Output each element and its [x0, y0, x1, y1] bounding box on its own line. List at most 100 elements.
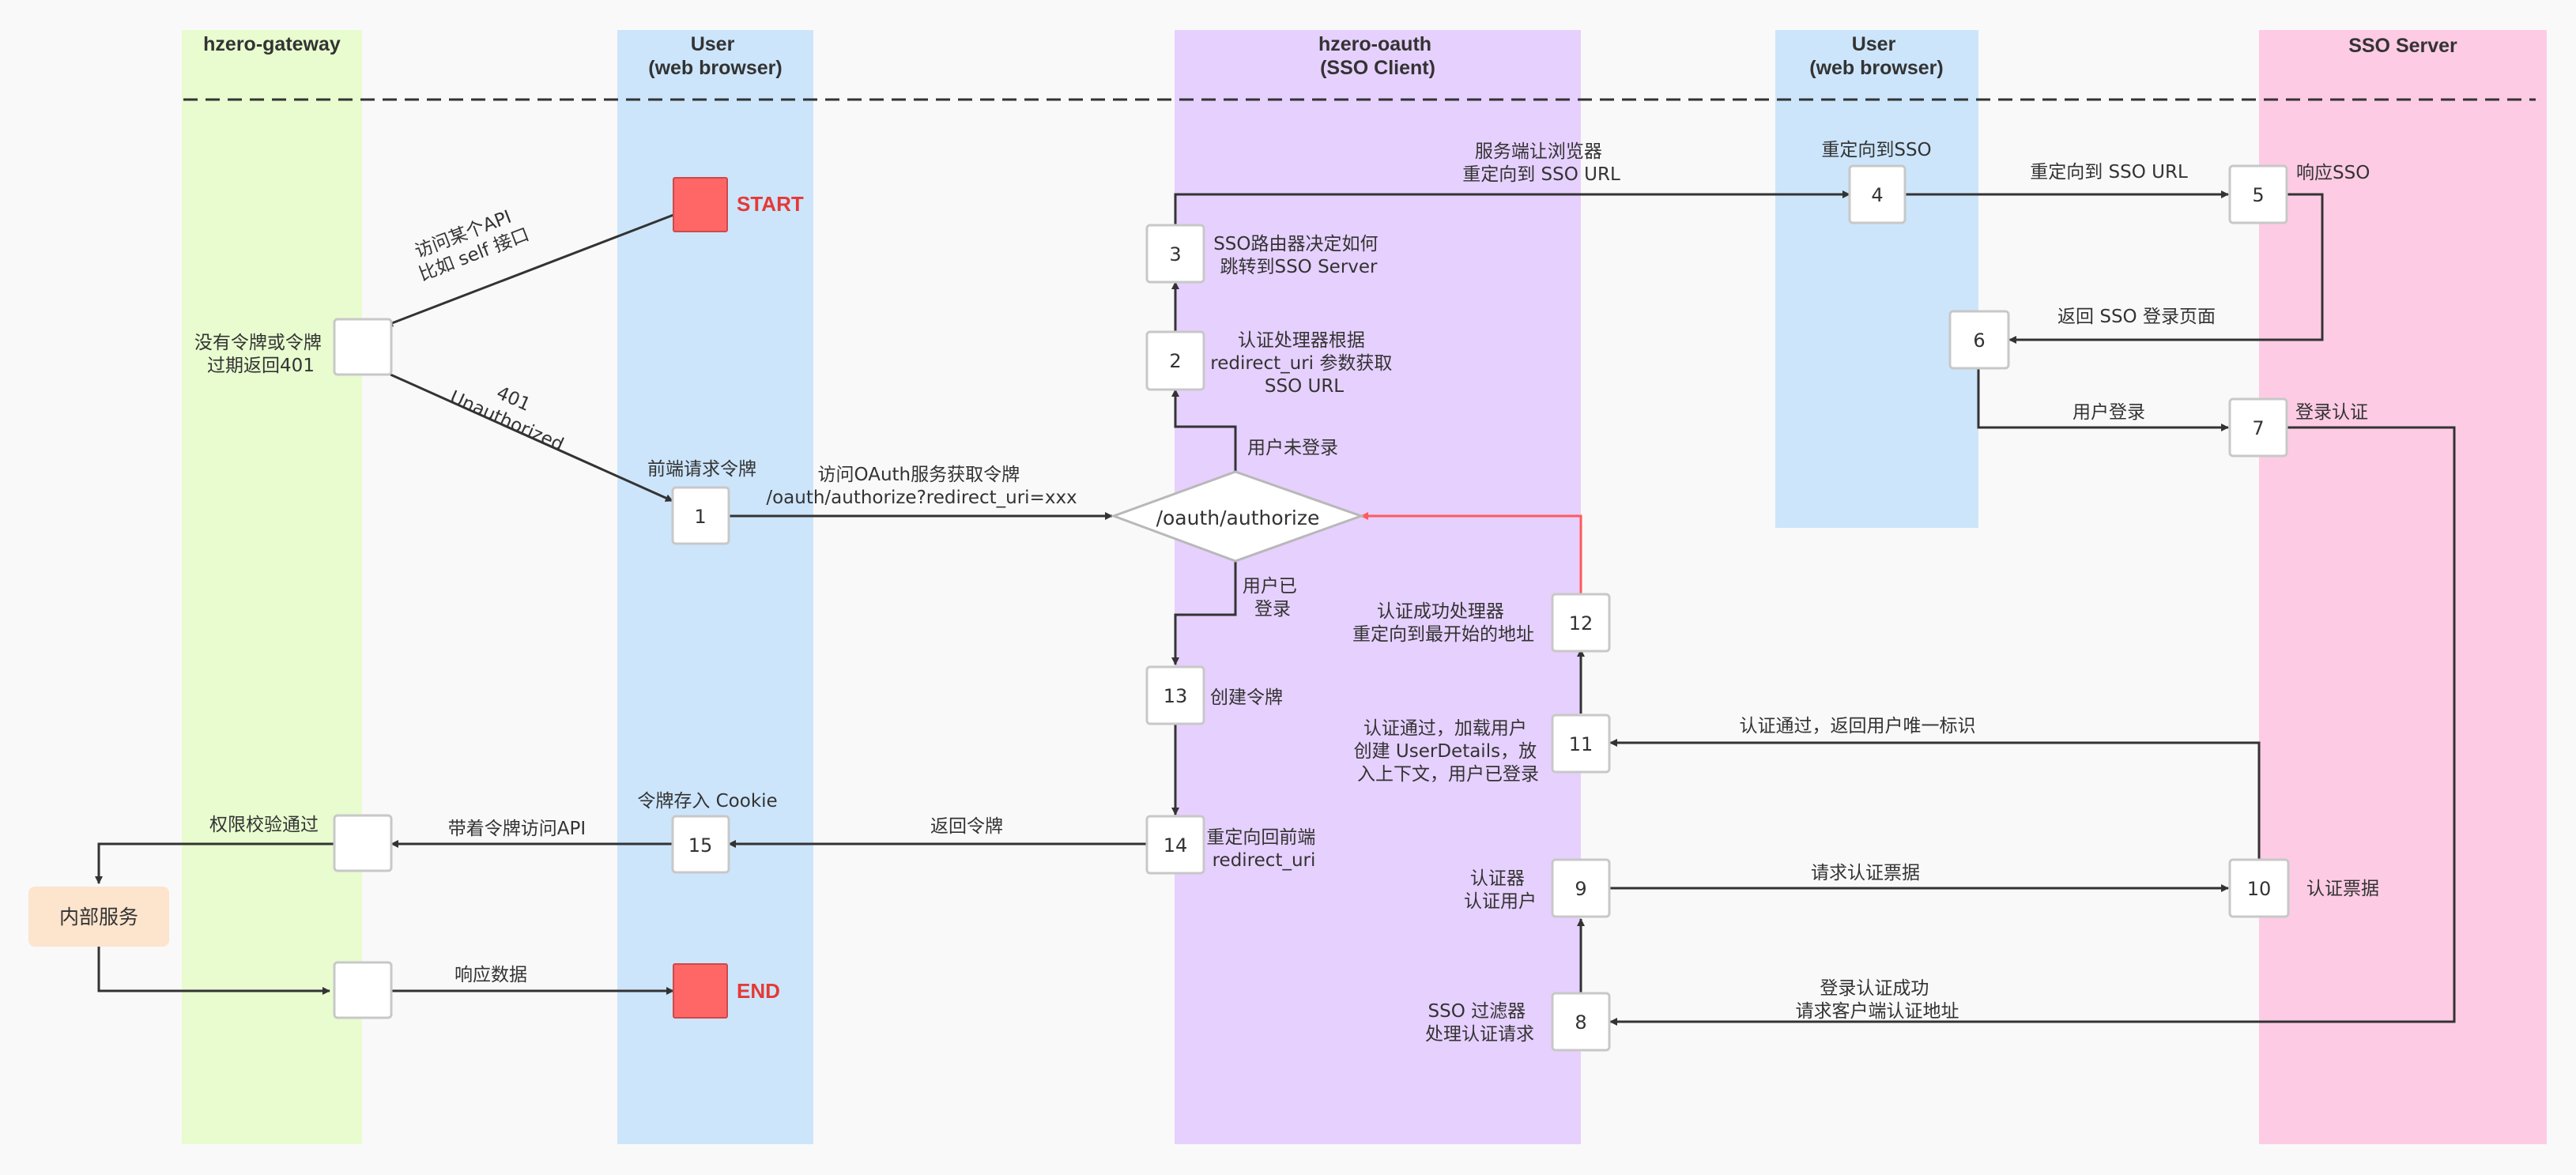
connectors [95, 190, 2456, 1026]
internal-service-box [28, 887, 169, 947]
label-sso-router: SSO路由器决定如何 跳转到SSO Server [1213, 234, 1384, 277]
svg-text:5: 5 [2252, 184, 2264, 206]
arrow-7-to-8 [1609, 426, 2456, 1026]
step-node: 8 [1551, 992, 1611, 1052]
label-return-token: 返回令牌 [930, 816, 1003, 837]
label-frontend-request: 前端请求令牌 [647, 459, 756, 480]
label-redirect-to-sso: 重定向到SSO [1821, 140, 1931, 160]
end-shape [673, 963, 728, 1019]
label-login-auth: 登录认证 [2295, 402, 2368, 423]
step-node: 3 [1145, 224, 1205, 284]
label-auth-success-handler: 认证成功处理器 重定向到最开始的地址 [1352, 601, 1534, 645]
arrow-gateway-to-internal [95, 842, 334, 884]
svg-text:11: 11 [1569, 733, 1593, 755]
gateway-node-permission [333, 814, 393, 872]
lane-titles: hzero-gateway User (web browser) hzero-o… [203, 33, 2457, 79]
gateway-nodes [333, 318, 393, 1019]
label-sso-filter: SSO 过滤器 处理认证请求 [1425, 1001, 1534, 1045]
swimlanes [182, 30, 2547, 1144]
lane-user-browser-2 [1775, 30, 1978, 528]
label-return-login-page: 返回 SSO 登录页面 [2057, 307, 2216, 327]
step-node: 5 [2228, 164, 2288, 224]
start-shape [673, 177, 728, 232]
lane-gateway [182, 30, 362, 1144]
label-access-api: 访问某个API 比如 self 接口 [408, 203, 532, 285]
label-auth-passed-load: 认证通过，加载用户 创建 UserDetails，放 入上下文，用户已登录 [1354, 718, 1543, 785]
lane-title-sso: SSO Server [2348, 35, 2457, 57]
label-auth-ticket: 认证票据 [2306, 879, 2379, 899]
svg-text:13: 13 [1164, 685, 1188, 707]
label-redirect-frontend: 重定向回前端 redirect_uri [1206, 827, 1321, 871]
gateway-node-401 [333, 318, 393, 376]
label-create-token: 创建令牌 [1210, 687, 1283, 708]
svg-text:12: 12 [1569, 612, 1593, 635]
svg-text:1: 1 [694, 506, 706, 528]
svg-text:4: 4 [1871, 184, 1883, 206]
lane-title-user-1: User (web browser) [648, 33, 782, 79]
decision-diamond [1110, 470, 1365, 563]
arrow-3-to-4 [1174, 190, 1850, 225]
step-node: 15 [671, 815, 730, 874]
gateway-node-response [333, 961, 393, 1019]
lane-title-oauth: hzero-oauth (SSO Client) [1318, 33, 1437, 79]
svg-text:2: 2 [1169, 350, 1181, 372]
step-node: 9 [1551, 858, 1611, 918]
decision-authorize: /oauth/authorize [1110, 470, 1365, 563]
step-nodes: 1 2 3 4 5 6 7 8 9 10 11 12 13 14 15 [671, 164, 2290, 1052]
svg-text:15: 15 [688, 834, 713, 857]
lane-title-user-2: User (web browser) [1809, 33, 1943, 79]
step-node: 1 [671, 486, 730, 545]
svg-text:8: 8 [1575, 1011, 1586, 1034]
svg-text:9: 9 [1575, 878, 1586, 900]
internal-service: 内部服务 [28, 887, 169, 947]
svg-text:6: 6 [1973, 330, 1985, 352]
label-no-token: 没有令牌或令牌 过期返回401 [194, 333, 327, 376]
label-auth-handler: 认证处理器根据 redirect_uri 参数获取 SSO URL [1210, 330, 1397, 397]
arrow-12-to-decision [1360, 512, 1582, 594]
label-request-ticket: 请求认证票据 [1811, 863, 1920, 883]
arrow-decision-to-13 [1171, 561, 1237, 665]
arrow-start-to-gateway [385, 213, 674, 327]
step-node: 6 [1948, 310, 2010, 370]
step-node: 12 [1551, 593, 1611, 653]
label-user-not-logged: 用户未登录 [1247, 438, 1338, 458]
step-node: 11 [1551, 714, 1611, 774]
label-unauthorized: 401 Unauthorized [447, 366, 575, 455]
internal-service-label: 内部服务 [59, 906, 138, 928]
label-access-oauth: 访问OAuth服务获取令牌 /oauth/authorize?redirect_… [766, 465, 1077, 508]
end-marker: END [673, 963, 780, 1019]
svg-text:10: 10 [2247, 878, 2272, 900]
label-access-with-token: 带着令牌访问API [448, 819, 586, 839]
arrow-5-to-6 [2008, 193, 2324, 344]
label-server-redirect: 服务端让浏览器 重定向到 SSO URL [1462, 141, 1620, 185]
label-token-cookie: 令牌存入 Cookie [637, 791, 777, 812]
label-respond-sso: 响应SSO [2296, 163, 2370, 183]
label-permission-passed: 权限校验通过 [209, 815, 319, 835]
label-auth-passed-return: 认证通过，返回用户唯一标识 [1740, 716, 1976, 736]
arrow-10-to-11 [1609, 739, 2261, 888]
svg-text:14: 14 [1164, 834, 1188, 857]
svg-text:3: 3 [1169, 243, 1181, 266]
lane-title-gateway: hzero-gateway [203, 33, 341, 55]
arrow-decision-to-2 [1171, 389, 1237, 472]
label-response-data: 响应数据 [454, 965, 527, 985]
arrow-gateway-to-1 [390, 373, 673, 503]
label-authenticator: 认证器 认证用户 [1464, 868, 1537, 912]
step-node: 13 [1145, 665, 1205, 725]
step-node: 2 [1145, 330, 1205, 391]
svg-text:7: 7 [2252, 417, 2264, 439]
decision-label: /oauth/authorize [1156, 507, 1320, 529]
end-label: END [737, 979, 780, 1003]
label-user-logged: 用户已 登录 [1243, 576, 1303, 620]
lane-oauth [1175, 30, 1581, 1144]
start-marker: START [673, 177, 804, 232]
step-node: 10 [2228, 858, 2290, 918]
step-node: 7 [2228, 397, 2288, 458]
lane-sso-server [2259, 30, 2547, 1144]
start-label: START [737, 192, 804, 216]
label-login-success: 登录认证成功 请求客户端认证地址 [1796, 978, 1959, 1022]
label-user-login: 用户登录 [2072, 402, 2145, 423]
step-node: 14 [1145, 815, 1205, 875]
arrow-internal-to-gateway [97, 946, 330, 995]
